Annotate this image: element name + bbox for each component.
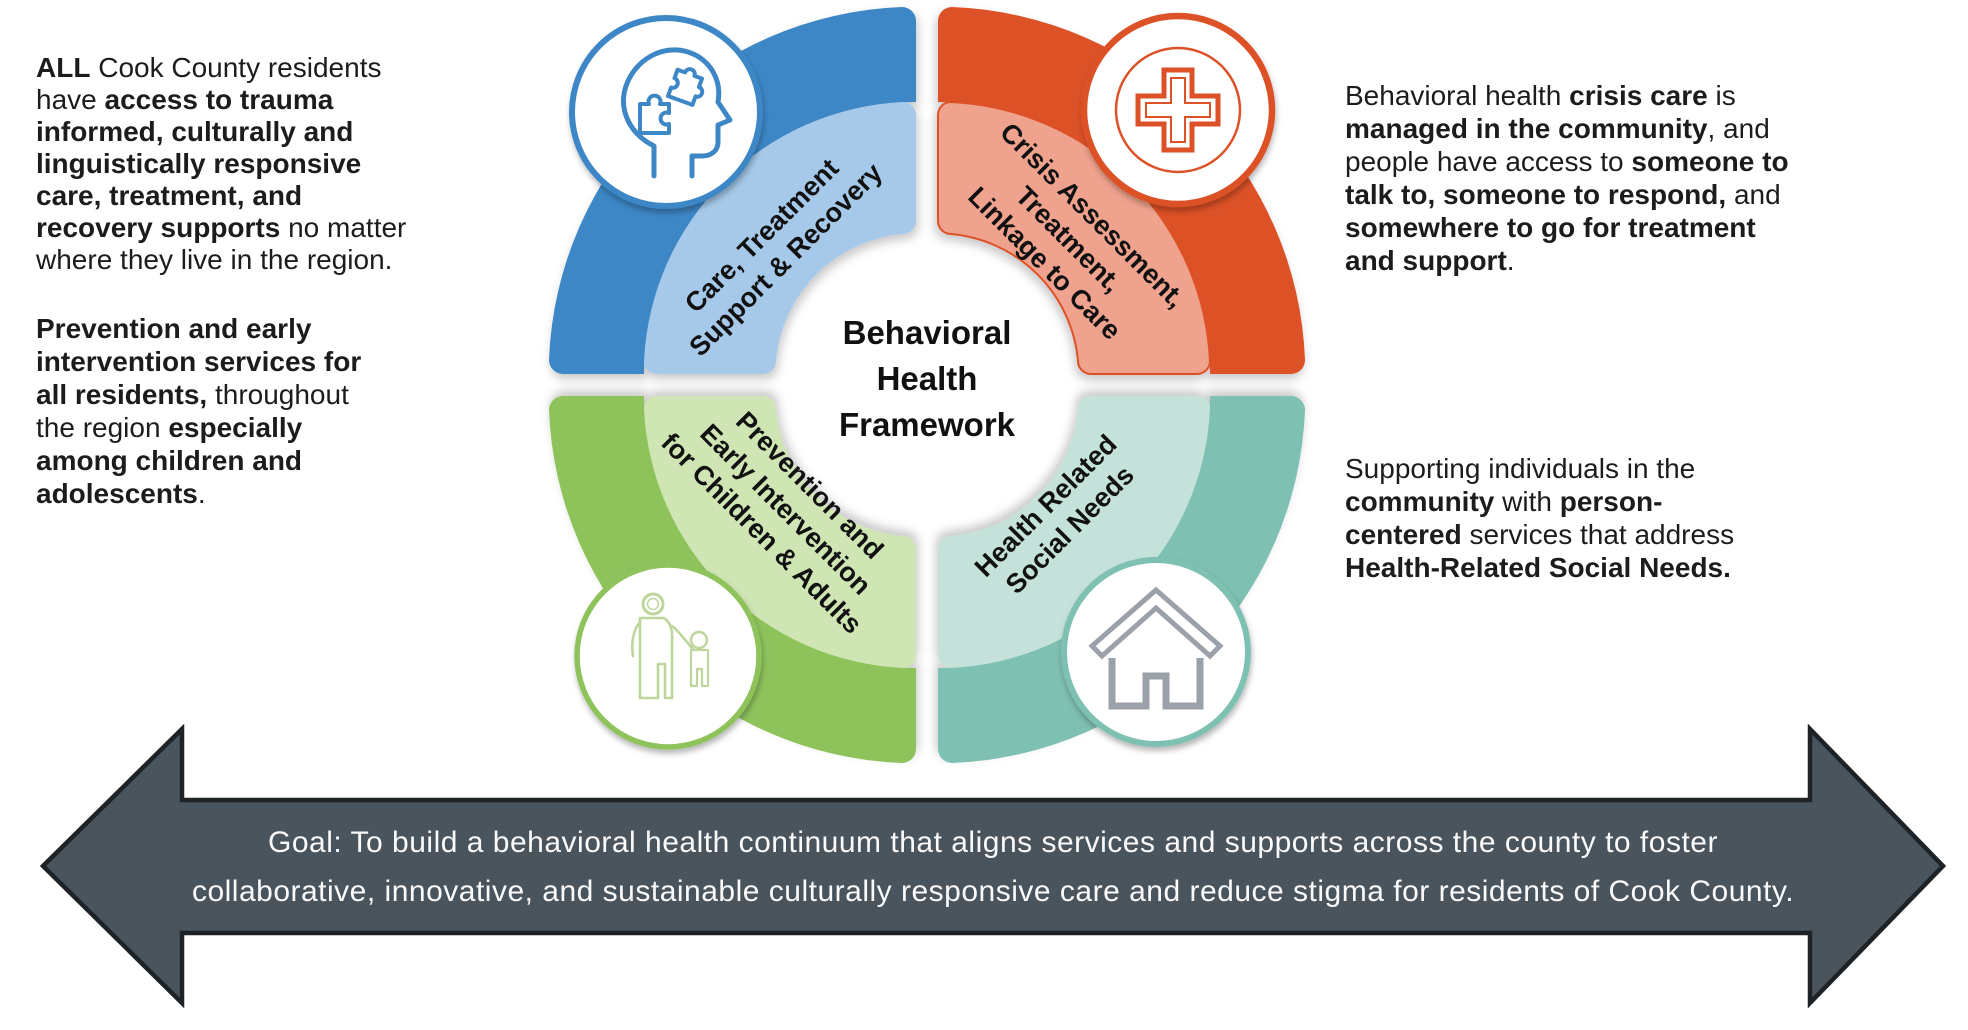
quadrant-crisis-outer [938, 7, 1305, 374]
adult-head-inner [646, 597, 660, 611]
adult-child-icon [574, 562, 762, 750]
quadrant-hrsn [938, 396, 1305, 763]
text-line: the region especially [36, 412, 303, 443]
adult-right-arm [670, 624, 695, 651]
quadrant-hrsn-outer [938, 396, 1305, 763]
head-puzzle-icon [569, 15, 763, 209]
text-line: have access to trauma [36, 84, 334, 115]
text-line: intervention services for [36, 346, 362, 377]
puzzle-piece-2 [666, 67, 705, 107]
text-line: Health-Related Social Needs. [1345, 552, 1731, 583]
quadrant-prevention [549, 396, 916, 763]
center-title-line1: Behavioral [843, 314, 1012, 351]
adult-head [641, 592, 665, 616]
text-line: linguistically responsive [36, 148, 362, 179]
house-icon [1061, 557, 1251, 747]
text-line: Behavioral health crisis care is [1345, 80, 1736, 111]
text-line: informed, culturally and [36, 116, 354, 147]
quadrant-prevention-outer [549, 396, 916, 763]
medical-cross-glyph-inner [1145, 77, 1211, 143]
medical-cross-glyph [1135, 67, 1221, 153]
text-line: among children and [36, 445, 303, 476]
text-line: adolescents. [36, 478, 206, 509]
quadrant-hrsn-inner-band [938, 396, 1210, 668]
framework-ring [549, 7, 1305, 763]
text-line: ALL Cook County residents [36, 52, 382, 83]
text-line: centered services that address [1345, 519, 1735, 550]
quadrant-care-inner-band [644, 102, 916, 374]
puzzle-piece-1 [638, 93, 671, 135]
text-line: and support. [1345, 245, 1515, 276]
goal-arrow: Goal: To build a behavioral health conti… [39, 723, 1947, 1009]
center-title: Behavioral Health Framework [839, 314, 1016, 443]
quadrant-care-outer [549, 7, 916, 374]
house-roof [1088, 586, 1224, 660]
goal-text-line1: Goal: To build a behavioral health conti… [268, 826, 1718, 859]
child-body [689, 648, 710, 688]
text-line: talk to, someone to respond, and [1345, 179, 1781, 210]
adult-body [638, 616, 674, 700]
adult-child-icon-circle [574, 562, 762, 750]
adult-left-arm [630, 620, 642, 658]
text-line: all residents, throughout [36, 379, 349, 410]
text-line: Prevention and early [36, 313, 312, 344]
quadrant-prevention-inner-band [644, 396, 916, 668]
quadrant-care [549, 7, 916, 374]
center-title-line2: Health [877, 360, 978, 397]
quadrant-crisis [937, 7, 1305, 375]
text-line: managed in the community, and [1345, 113, 1770, 144]
text-line: somewhere to go for treatment [1345, 212, 1756, 243]
medical-cross-inner-ring [1114, 46, 1242, 174]
text-line: where they live in the region. [36, 244, 393, 275]
center-title-line3: Framework [839, 406, 1016, 443]
text-line: recovery supports no matter [36, 212, 407, 243]
text-line: care, treatment, and [36, 180, 303, 211]
goal-text-line2: collaborative, innovative, and sustainab… [192, 875, 1794, 908]
house-body [1108, 658, 1204, 710]
text-line: community with person- [1345, 486, 1663, 517]
text-line: Supporting individuals in the [1345, 453, 1696, 484]
goal-arrow-shape [39, 723, 1947, 1009]
text-line: people have access to someone to [1345, 146, 1789, 177]
head-profile-outline [621, 47, 733, 179]
quadrant-crisis-inner-band [937, 100, 1212, 375]
medical-cross-icon [1080, 12, 1276, 208]
child-head [689, 630, 709, 650]
